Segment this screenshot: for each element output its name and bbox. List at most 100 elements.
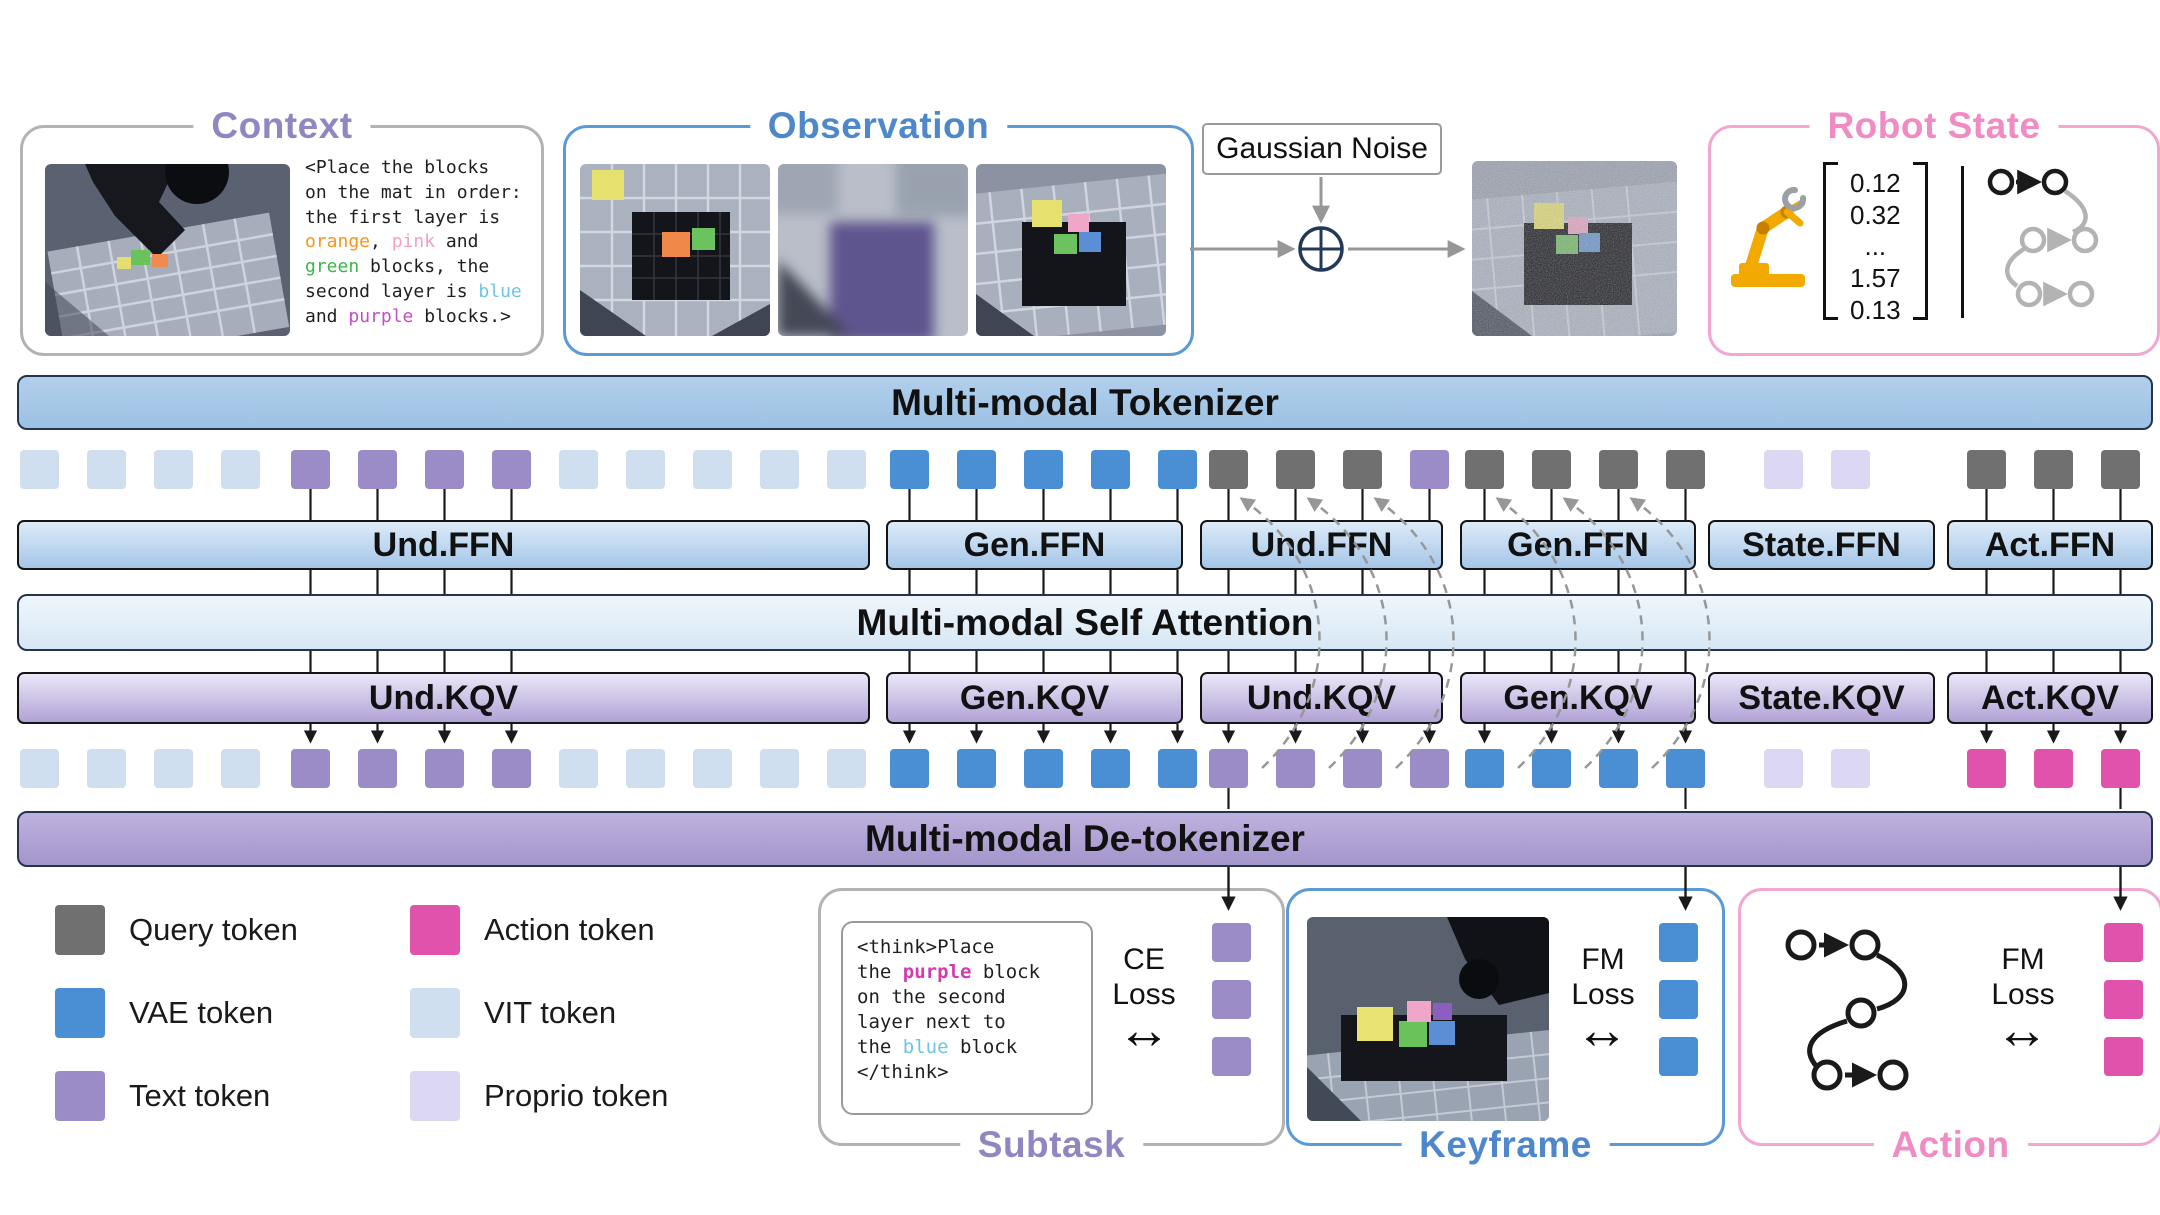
token [1212, 1037, 1251, 1076]
gen-kqv-label-2: Gen.KQV [1503, 678, 1653, 717]
token [1666, 450, 1705, 489]
act-kqv-box: Act.KQV [1947, 672, 2153, 724]
token [425, 450, 464, 489]
token [890, 450, 929, 489]
subtask-token-stack [1212, 923, 1251, 1076]
gen-kqv-box-2: Gen.KQV [1460, 672, 1696, 724]
noise-add-icon [1298, 226, 1344, 272]
ce-loss-label: CE Loss [1112, 943, 1176, 1011]
vector-value: 0.12 [1850, 168, 1901, 198]
multimodal-tokenizer-bar: Multi-modal Tokenizer [17, 375, 2153, 430]
token [760, 749, 799, 788]
legend-text-token: Text token [55, 1071, 270, 1121]
und-ffn-box-1: Und.FFN [17, 520, 870, 570]
token [2104, 1037, 2143, 1076]
vector-value: ... [1864, 231, 1887, 262]
state-ffn-label: State.FFN [1742, 525, 1901, 564]
text-segment: <Place the blocks on the mat in order: t… [305, 157, 522, 228]
token [559, 450, 598, 489]
state-kqv-label: State.KQV [1738, 678, 1905, 717]
trajectory-icon [1979, 160, 2144, 322]
legend-label: Action token [484, 912, 655, 947]
token [2104, 923, 2143, 962]
token [1410, 749, 1449, 788]
token [693, 749, 732, 788]
token [1659, 923, 1698, 962]
token [87, 749, 126, 788]
token [425, 749, 464, 788]
gaussian-noise-label: Gaussian Noise [1202, 123, 1442, 175]
token [2034, 450, 2073, 489]
und-ffn-label-2: Und.FFN [1250, 525, 1393, 564]
vector-value: 0.13 [1850, 294, 1901, 325]
query-token-swatch [55, 905, 105, 955]
token [760, 450, 799, 489]
act-ffn-box: Act.FFN [1947, 520, 2153, 570]
vector-value: 1.57 [1850, 263, 1901, 294]
context-prompt-text: <Place the blocks on the mat in order: t… [305, 156, 533, 330]
token [1209, 749, 1248, 788]
text-segment: and [445, 231, 479, 253]
token [2101, 749, 2140, 788]
token [358, 749, 397, 788]
subtask-think-text: <think>Place the purple block on the sec… [841, 921, 1093, 1115]
token-row1-vae [890, 450, 1197, 489]
text-segment: blue [478, 281, 522, 303]
action-token-stack [2104, 923, 2143, 1076]
double-arrow-icon: ↔ [1995, 1000, 2049, 1060]
token-row1-query-c [1967, 450, 2140, 489]
token [559, 749, 598, 788]
gen-kqv-label-1: Gen.KQV [959, 678, 1110, 717]
detokenizer-label: Multi-modal De-tokenizer [865, 818, 1305, 859]
text-segment: blocks.> [413, 305, 511, 327]
token [1532, 450, 1571, 489]
token [1659, 980, 1698, 1019]
legend-label: VIT token [484, 995, 617, 1030]
token [1212, 980, 1251, 1019]
token [291, 749, 330, 788]
observation-image-3 [976, 164, 1166, 336]
text-segment: orange [305, 231, 371, 253]
text-segment: pink [391, 231, 436, 253]
text-segment: purple [348, 305, 414, 327]
token [1276, 749, 1315, 788]
token [1465, 450, 1504, 489]
token-row2-vae-a [890, 749, 1197, 788]
self-attention-bar: Multi-modal Self Attention [17, 594, 2153, 651]
token [291, 450, 330, 489]
legend-vae-token: VAE token [55, 988, 273, 1038]
und-kqv-label-2: Und.KQV [1246, 678, 1397, 717]
text-token-swatch [55, 1071, 105, 1121]
token [1599, 450, 1638, 489]
token [221, 749, 260, 788]
token [358, 450, 397, 489]
action-token-swatch [410, 905, 460, 955]
keyframe-title: Keyframe [1401, 1124, 1610, 1167]
observation-image-1 [580, 164, 770, 336]
token [626, 450, 665, 489]
robot-arm-icon [1725, 186, 1815, 290]
text-segment: and [305, 305, 338, 327]
token-row1-vit-a [20, 450, 260, 489]
self-attention-label: Multi-modal Self Attention [856, 601, 1314, 643]
token [1158, 450, 1197, 489]
text-segment: blocks, the second layer is [305, 256, 490, 303]
observation-title: Observation [749, 104, 1008, 147]
keyframe-panel: Keyframe FM Loss ↔ [1286, 888, 1725, 1167]
token [20, 749, 59, 788]
vit-token-swatch [410, 988, 460, 1038]
token [1091, 749, 1130, 788]
token [1410, 450, 1449, 489]
token [1831, 749, 1870, 788]
vector-value: 0.32 [1850, 199, 1901, 230]
legend-label: Query token [129, 912, 298, 947]
token [1209, 450, 1248, 489]
text-segment: </think> [857, 1061, 949, 1084]
token [2104, 980, 2143, 1019]
token-row2-action [1967, 749, 2140, 788]
gen-ffn-box-2: Gen.FFN [1460, 520, 1696, 570]
token [20, 450, 59, 489]
token [693, 450, 732, 489]
